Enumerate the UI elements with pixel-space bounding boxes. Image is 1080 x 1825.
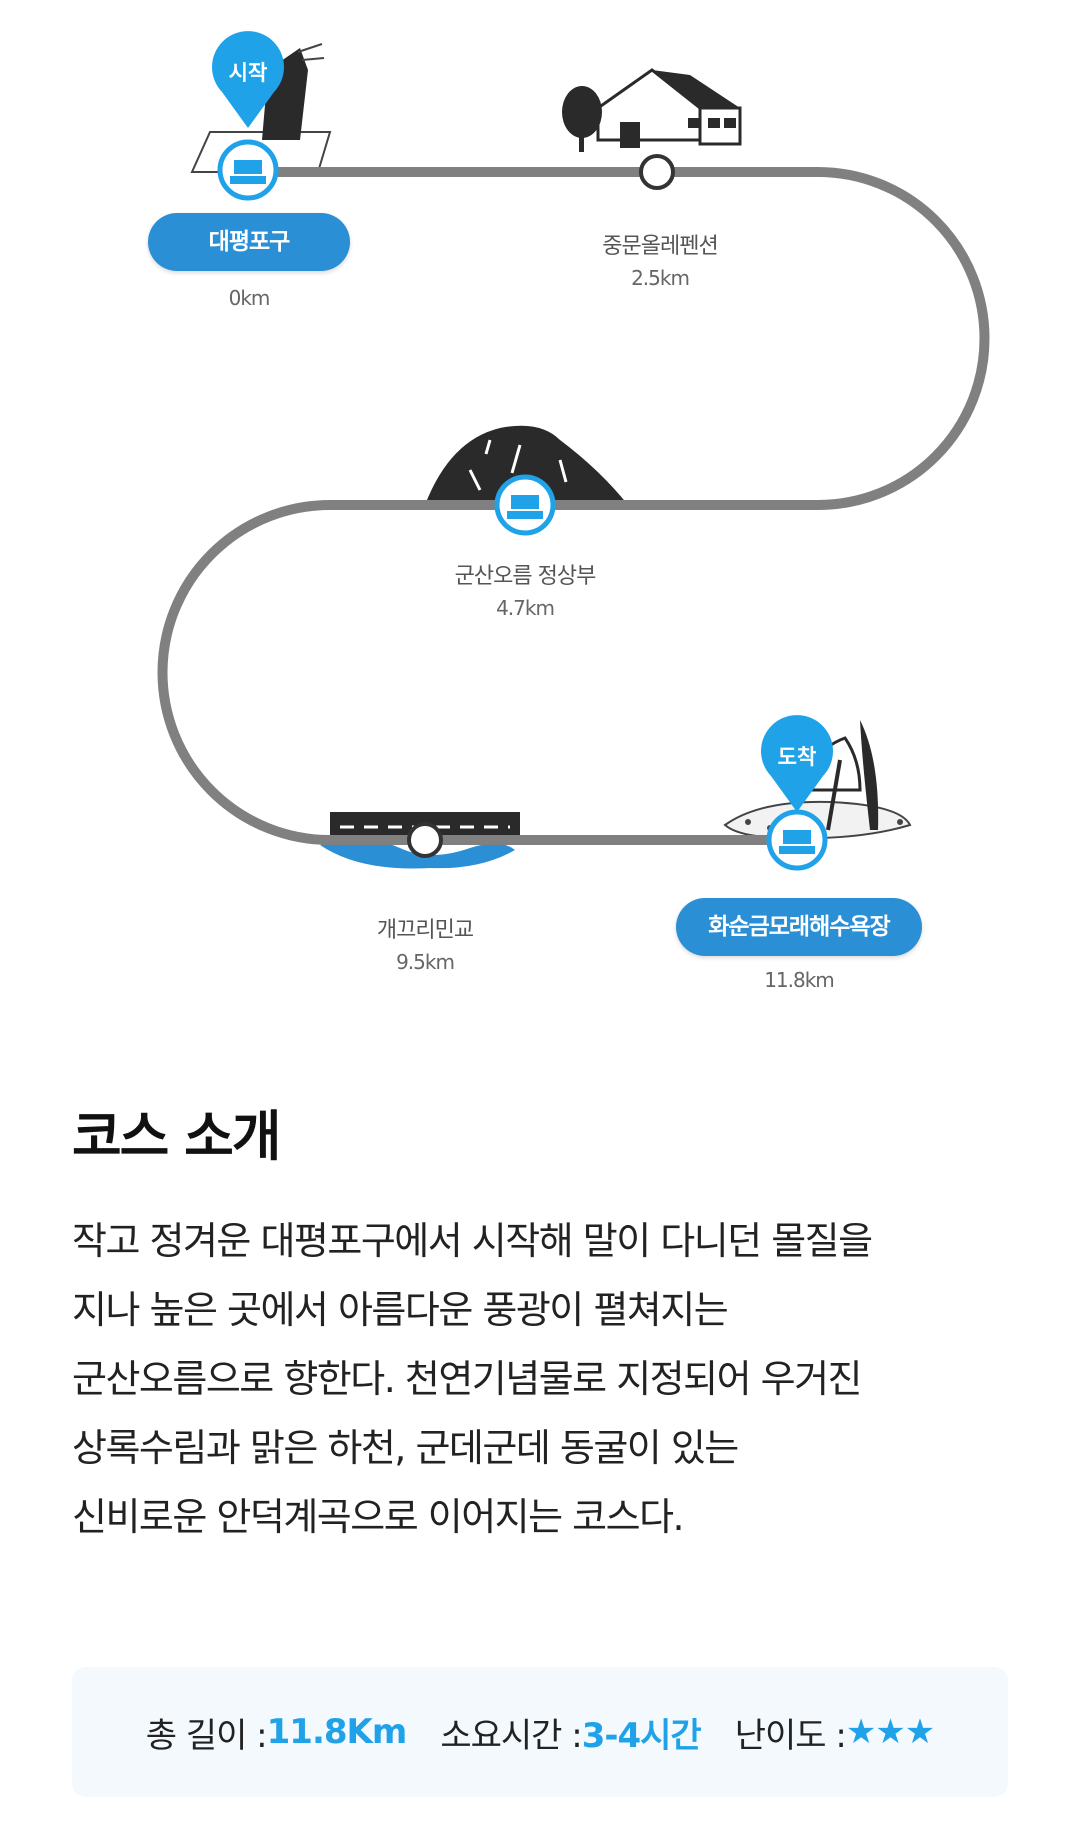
stop-name-pension: 중문올레펜션 — [602, 234, 718, 259]
stamp-marker-oreum[interactable] — [494, 474, 556, 536]
course-map: 시작 도착 대평포구 0km 중문올레펜션 2.5km 군산오름 정상부 4.7… — [148, 31, 990, 992]
stop-distance-start: 0km — [228, 286, 271, 310]
course-route-line — [157, 167, 990, 845]
description-line: 상록수림과 맑은 하천, 군데군데 동굴이 있는 — [72, 1426, 739, 1470]
svg-text:시작: 시작 — [229, 61, 268, 85]
time-value: 3-4시간 — [581, 1715, 702, 1756]
description-line: 작고 정겨운 대평포구에서 시작해 말이 다니던 몰질을 — [72, 1219, 873, 1263]
stop-distance-oreum: 4.7km — [496, 596, 555, 620]
course-info-box: 총 길이 : 11.8Km 소요시간 : 3-4시간 난이도 : ★★★ — [72, 1667, 1008, 1797]
oreum-mountain-illustration — [425, 425, 628, 505]
length-label: 총 길이 : — [145, 1715, 268, 1756]
stop-distance-bridge: 9.5km — [396, 950, 455, 974]
course-description: 작고 정겨운 대평포구에서 시작해 말이 다니던 몰질을 지나 높은 곳에서 아… — [72, 1207, 1022, 1552]
stamp-marker-start[interactable] — [217, 139, 279, 201]
svg-text:도착: 도착 — [778, 745, 817, 769]
stamp-marker-finish[interactable] — [766, 809, 828, 871]
section-title: 코스 소개 — [72, 1105, 282, 1168]
pension-house-illustration — [562, 68, 742, 152]
route-illustration: 시작 도착 — [157, 31, 990, 871]
finish-pin-icon: 도착 — [761, 715, 834, 812]
length-value: 11.8Km — [266, 1712, 408, 1752]
difficulty-stars-icon: ★★★ — [845, 1712, 935, 1752]
time-label: 소요시간 : — [440, 1715, 582, 1756]
description-line: 신비로운 안덕계곡으로 이어지는 코스다. — [72, 1495, 685, 1539]
course-info-row: 총 길이 : 11.8Km 소요시간 : 3-4시간 난이도 : ★★★ — [72, 1667, 1008, 1797]
stop-distance-pension: 2.5km — [631, 266, 690, 290]
waypoint-marker-pension[interactable] — [639, 154, 675, 190]
waypoint-marker-bridge[interactable] — [407, 822, 443, 858]
start-pin-icon: 시작 — [212, 31, 284, 129]
stop-distance-finish: 11.8km — [764, 968, 835, 992]
stop-name-oreum: 군산오름 정상부 — [454, 564, 597, 589]
stop-pill-start[interactable]: 대평포구 — [148, 213, 350, 271]
description-line: 지나 높은 곳에서 아름다운 풍광이 펼쳐지는 — [72, 1288, 729, 1332]
stop-name-bridge: 개끄리민교 — [376, 918, 474, 943]
stop-pill-finish[interactable]: 화순금모래해수욕장 — [676, 898, 922, 956]
difficulty-label: 난이도 : — [734, 1715, 847, 1756]
description-line: 군산오름으로 향한다. 천연기념물로 지정되어 우거진 — [72, 1357, 863, 1401]
